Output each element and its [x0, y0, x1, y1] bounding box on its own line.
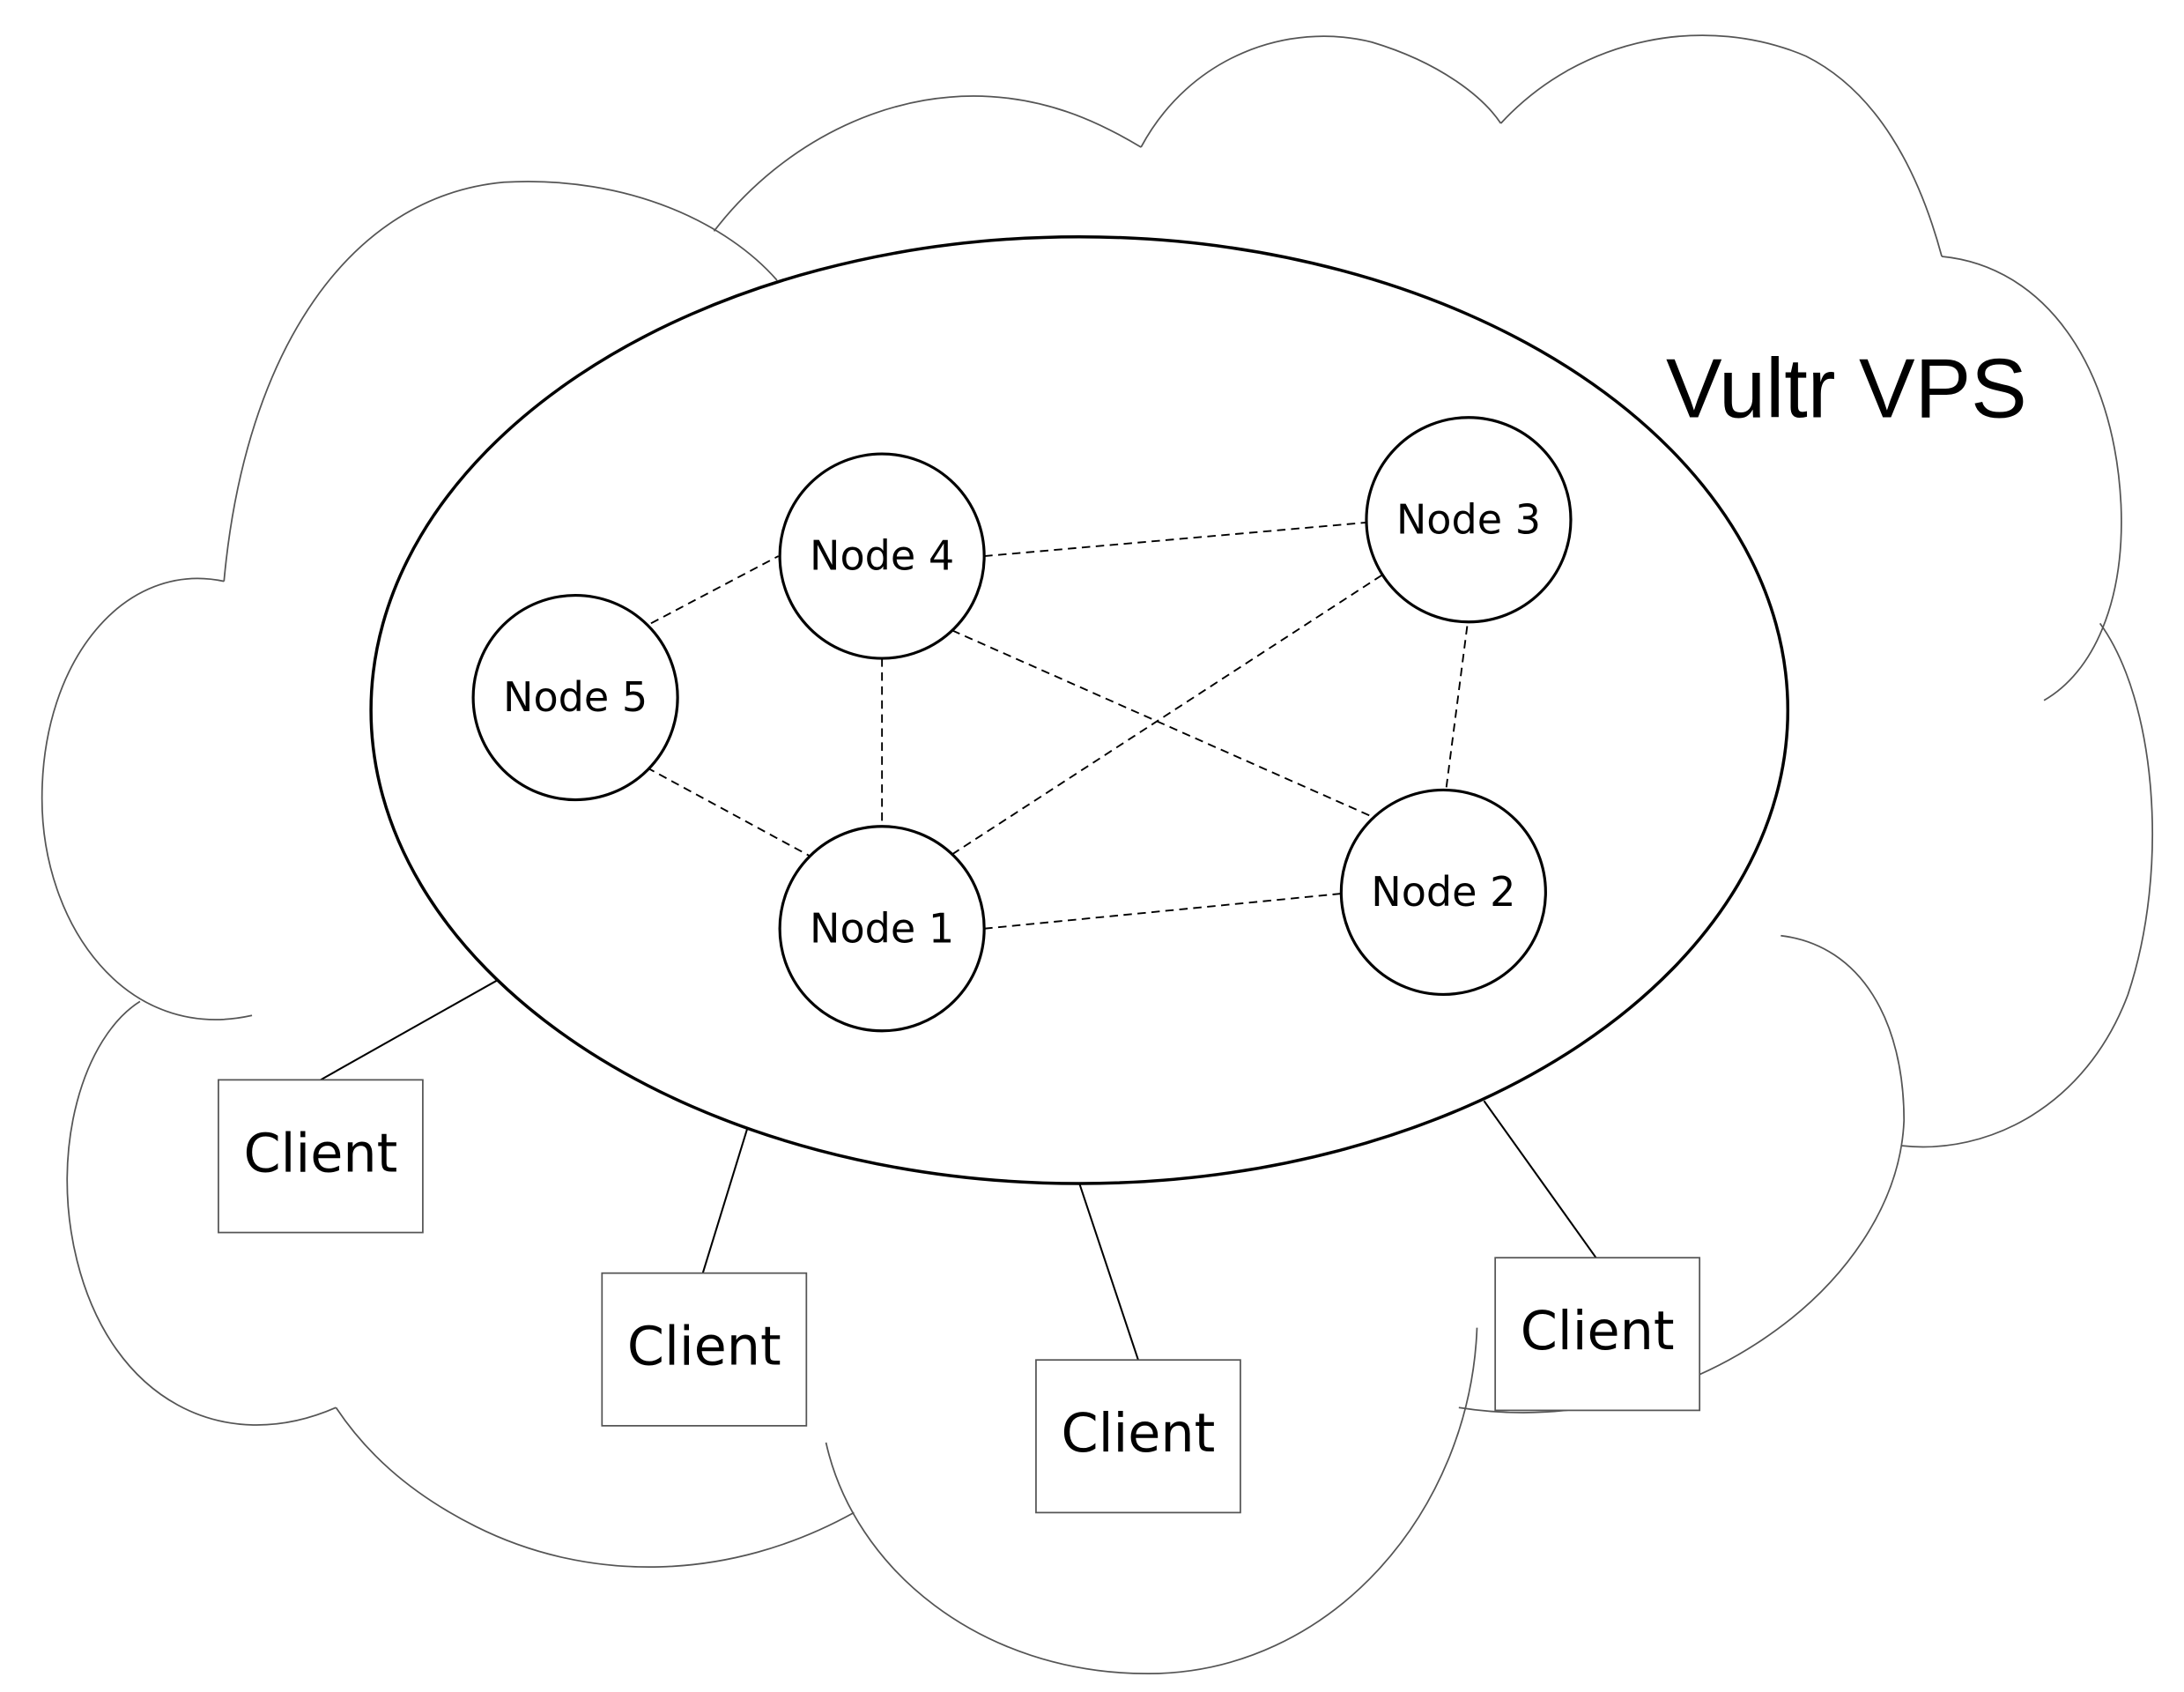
- client-3: Client: [1035, 1359, 1241, 1514]
- edge-n5-n1: [646, 767, 813, 858]
- internet-cloud: [41, 34, 2153, 1675]
- edge-n1-n2: [984, 893, 1342, 930]
- client-link: [701, 1127, 749, 1273]
- node-1: Node 1: [778, 825, 986, 1033]
- node-edges: [646, 521, 1469, 930]
- edge-n4-n2: [951, 629, 1373, 818]
- node-label: Node 5: [503, 673, 648, 721]
- node-5: Node 5: [471, 593, 679, 802]
- edge-n1-n3: [951, 573, 1384, 856]
- node-label: Node 2: [1371, 868, 1515, 916]
- node-3: Node 3: [1365, 416, 1573, 624]
- client-1: Client: [218, 1079, 424, 1234]
- client-label: Client: [244, 1123, 398, 1184]
- client-label: Client: [627, 1317, 781, 1378]
- node-label: Node 3: [1396, 495, 1541, 543]
- node-label: Node 1: [810, 904, 954, 952]
- client-links: [320, 979, 1597, 1361]
- client-label: Client: [1521, 1301, 1675, 1362]
- client-link: [1483, 1100, 1597, 1258]
- node-label: Node 4: [810, 532, 954, 580]
- client-link: [1078, 1183, 1139, 1361]
- node-2: Node 2: [1339, 788, 1547, 997]
- edge-n4-n3: [984, 521, 1367, 558]
- client-4: Client: [1494, 1257, 1701, 1412]
- edge-n5-n4: [650, 555, 779, 625]
- vps-title: Vultr VPS: [1666, 343, 2027, 436]
- client-label: Client: [1062, 1403, 1216, 1465]
- edge-n3-n2: [1445, 626, 1469, 789]
- node-4: Node 4: [778, 452, 986, 660]
- client-2: Client: [601, 1272, 808, 1427]
- client-link: [320, 979, 498, 1081]
